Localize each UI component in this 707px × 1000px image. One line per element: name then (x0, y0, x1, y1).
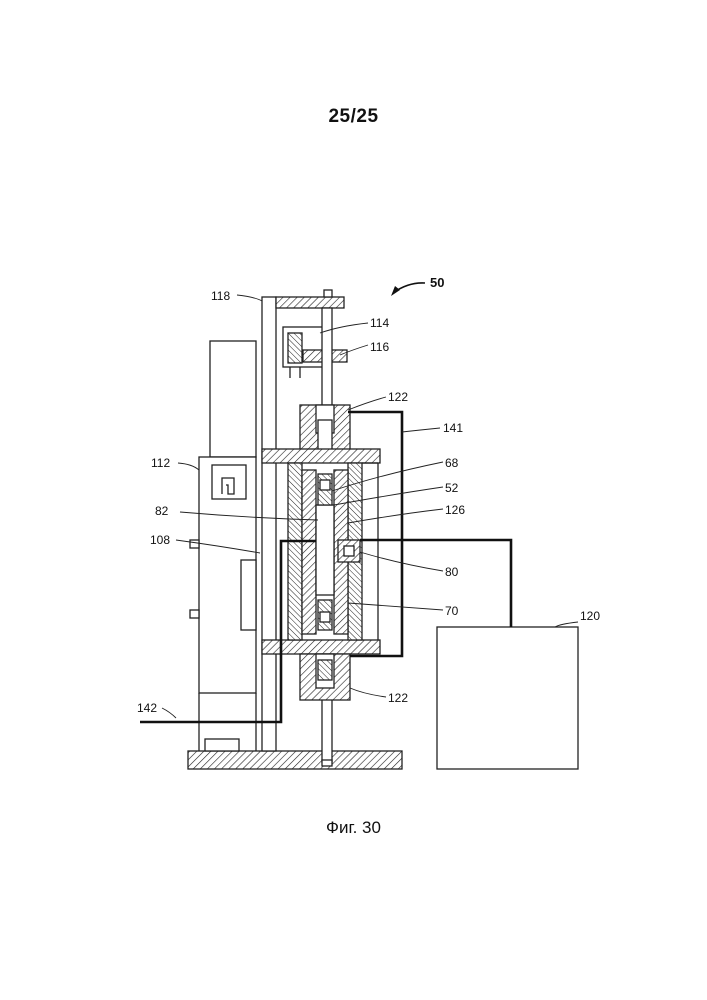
label-70: 70 (445, 604, 459, 618)
unit-120 (437, 627, 578, 769)
label-50: 50 (430, 275, 444, 290)
label-122-bottom: 122 (388, 691, 408, 705)
outer-body-left (288, 463, 302, 640)
label-120: 120 (580, 609, 600, 623)
label-142: 142 (137, 701, 157, 715)
label-141: 141 (443, 421, 463, 435)
label-52: 52 (445, 481, 459, 495)
label-82: 82 (155, 504, 169, 518)
wire-to-120 (360, 540, 511, 627)
label-116: 116 (370, 340, 389, 354)
label-112: 112 (151, 456, 170, 470)
sample-chamber-52 (316, 505, 334, 595)
top-crossbar (276, 297, 344, 308)
frame-column-118 (262, 297, 276, 751)
label-118: 118 (211, 289, 230, 303)
base-plate (188, 751, 402, 769)
figure-caption: Фиг. 30 (0, 818, 707, 838)
central-rod (322, 308, 332, 406)
cabinet-112-upper (210, 341, 256, 457)
label-108: 108 (150, 533, 170, 547)
label-80: 80 (445, 565, 459, 579)
label-126: 126 (445, 503, 465, 517)
cabinet-panel-108 (241, 560, 256, 630)
label-68: 68 (445, 456, 459, 470)
label-114: 114 (370, 316, 389, 330)
upper-flange (262, 449, 380, 463)
inner-wall-left (302, 470, 316, 634)
label-122-top: 122 (388, 390, 408, 404)
